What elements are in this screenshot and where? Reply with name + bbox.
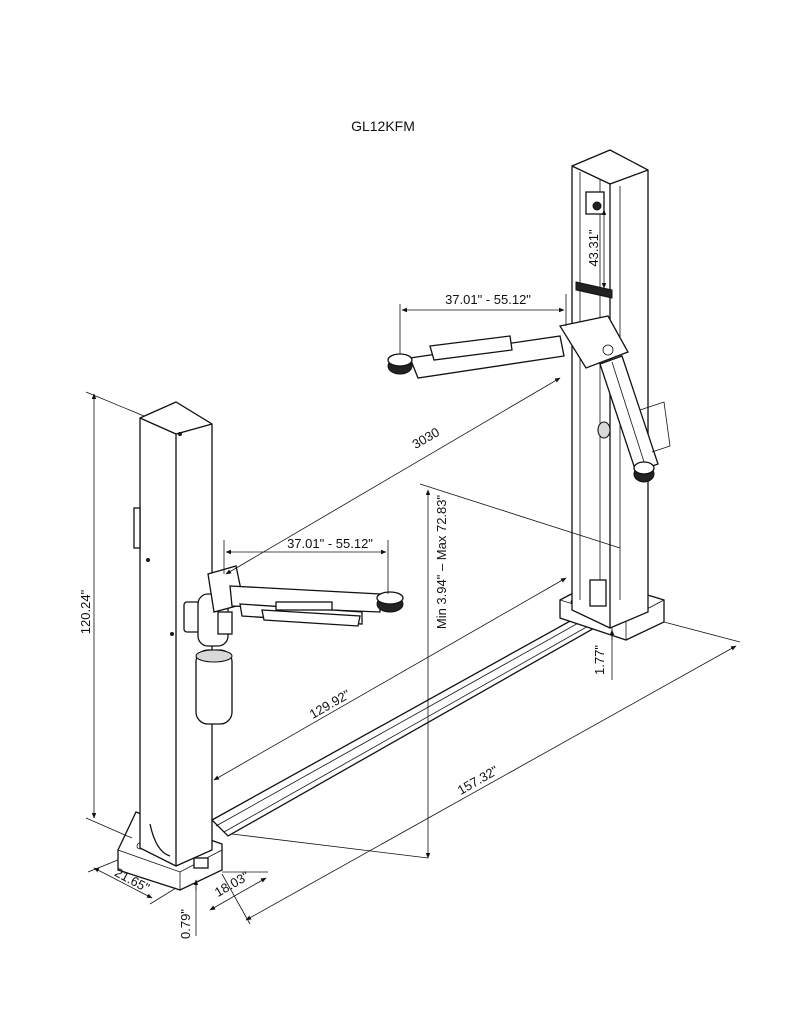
overall-width-label: 157.32": [455, 762, 501, 797]
arm-reach-top-label: 37.01" - 55.12": [445, 292, 531, 307]
plate-thickness-left-label: 0.79": [178, 909, 193, 939]
right-lift-arms: [387, 315, 671, 483]
carriage-travel-label: 43.31": [586, 229, 601, 267]
plate-thickness-right-label: 1.77": [592, 645, 607, 675]
drawing-title: GL12KFM: [351, 118, 415, 134]
arm-reach-bottom-label: 37.01" - 55.12": [287, 536, 373, 551]
left-lift-arms: [207, 565, 404, 627]
height-overall-label: 120.24": [78, 589, 93, 634]
lift-height-label: Min 3.94" – Max 72.83": [434, 494, 449, 629]
dimension-lines: [85, 209, 741, 936]
base-width-label: 18.03": [212, 868, 252, 900]
diagonal-label: 3030: [409, 424, 442, 451]
floor-cover-plate: [210, 609, 614, 837]
